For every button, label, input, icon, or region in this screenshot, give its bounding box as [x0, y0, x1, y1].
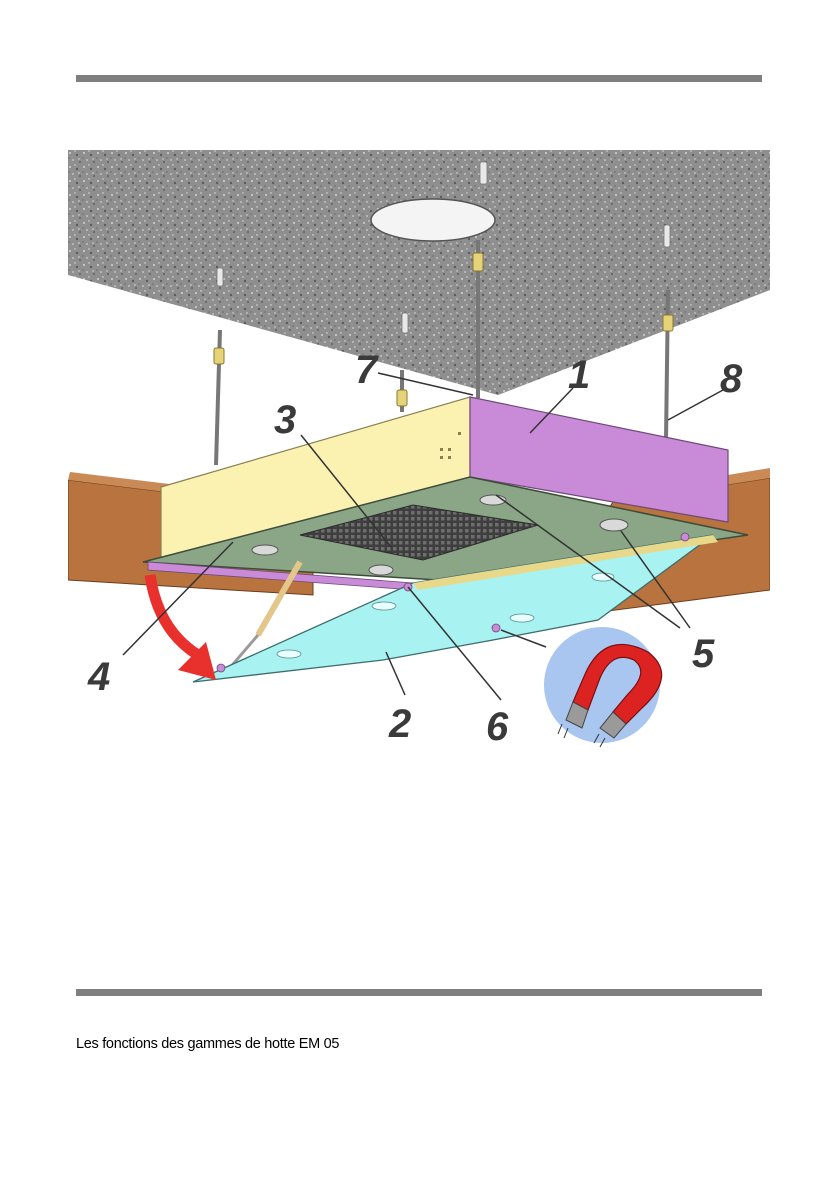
- bottom-rule: [76, 989, 762, 996]
- callout-2: 2: [388, 702, 411, 746]
- hood-installation-diagram: 1 2 3 4 5 6 7 8: [68, 150, 770, 750]
- duct-opening: [371, 199, 495, 241]
- callout-3: 3: [274, 398, 296, 442]
- callout-5: 5: [692, 632, 715, 676]
- callout-7: 7: [355, 348, 379, 392]
- footer-caption: Les fonctions des gammes de hotte EM 05: [76, 1036, 339, 1052]
- magnet-icon: [544, 627, 662, 747]
- callout-1: 1: [568, 353, 590, 397]
- callout-8: 8: [720, 357, 743, 401]
- top-rule: [76, 75, 762, 82]
- callout-6: 6: [486, 705, 509, 749]
- callout-4: 4: [87, 655, 110, 699]
- ceiling: [68, 150, 770, 395]
- opening-arrow: [150, 575, 216, 680]
